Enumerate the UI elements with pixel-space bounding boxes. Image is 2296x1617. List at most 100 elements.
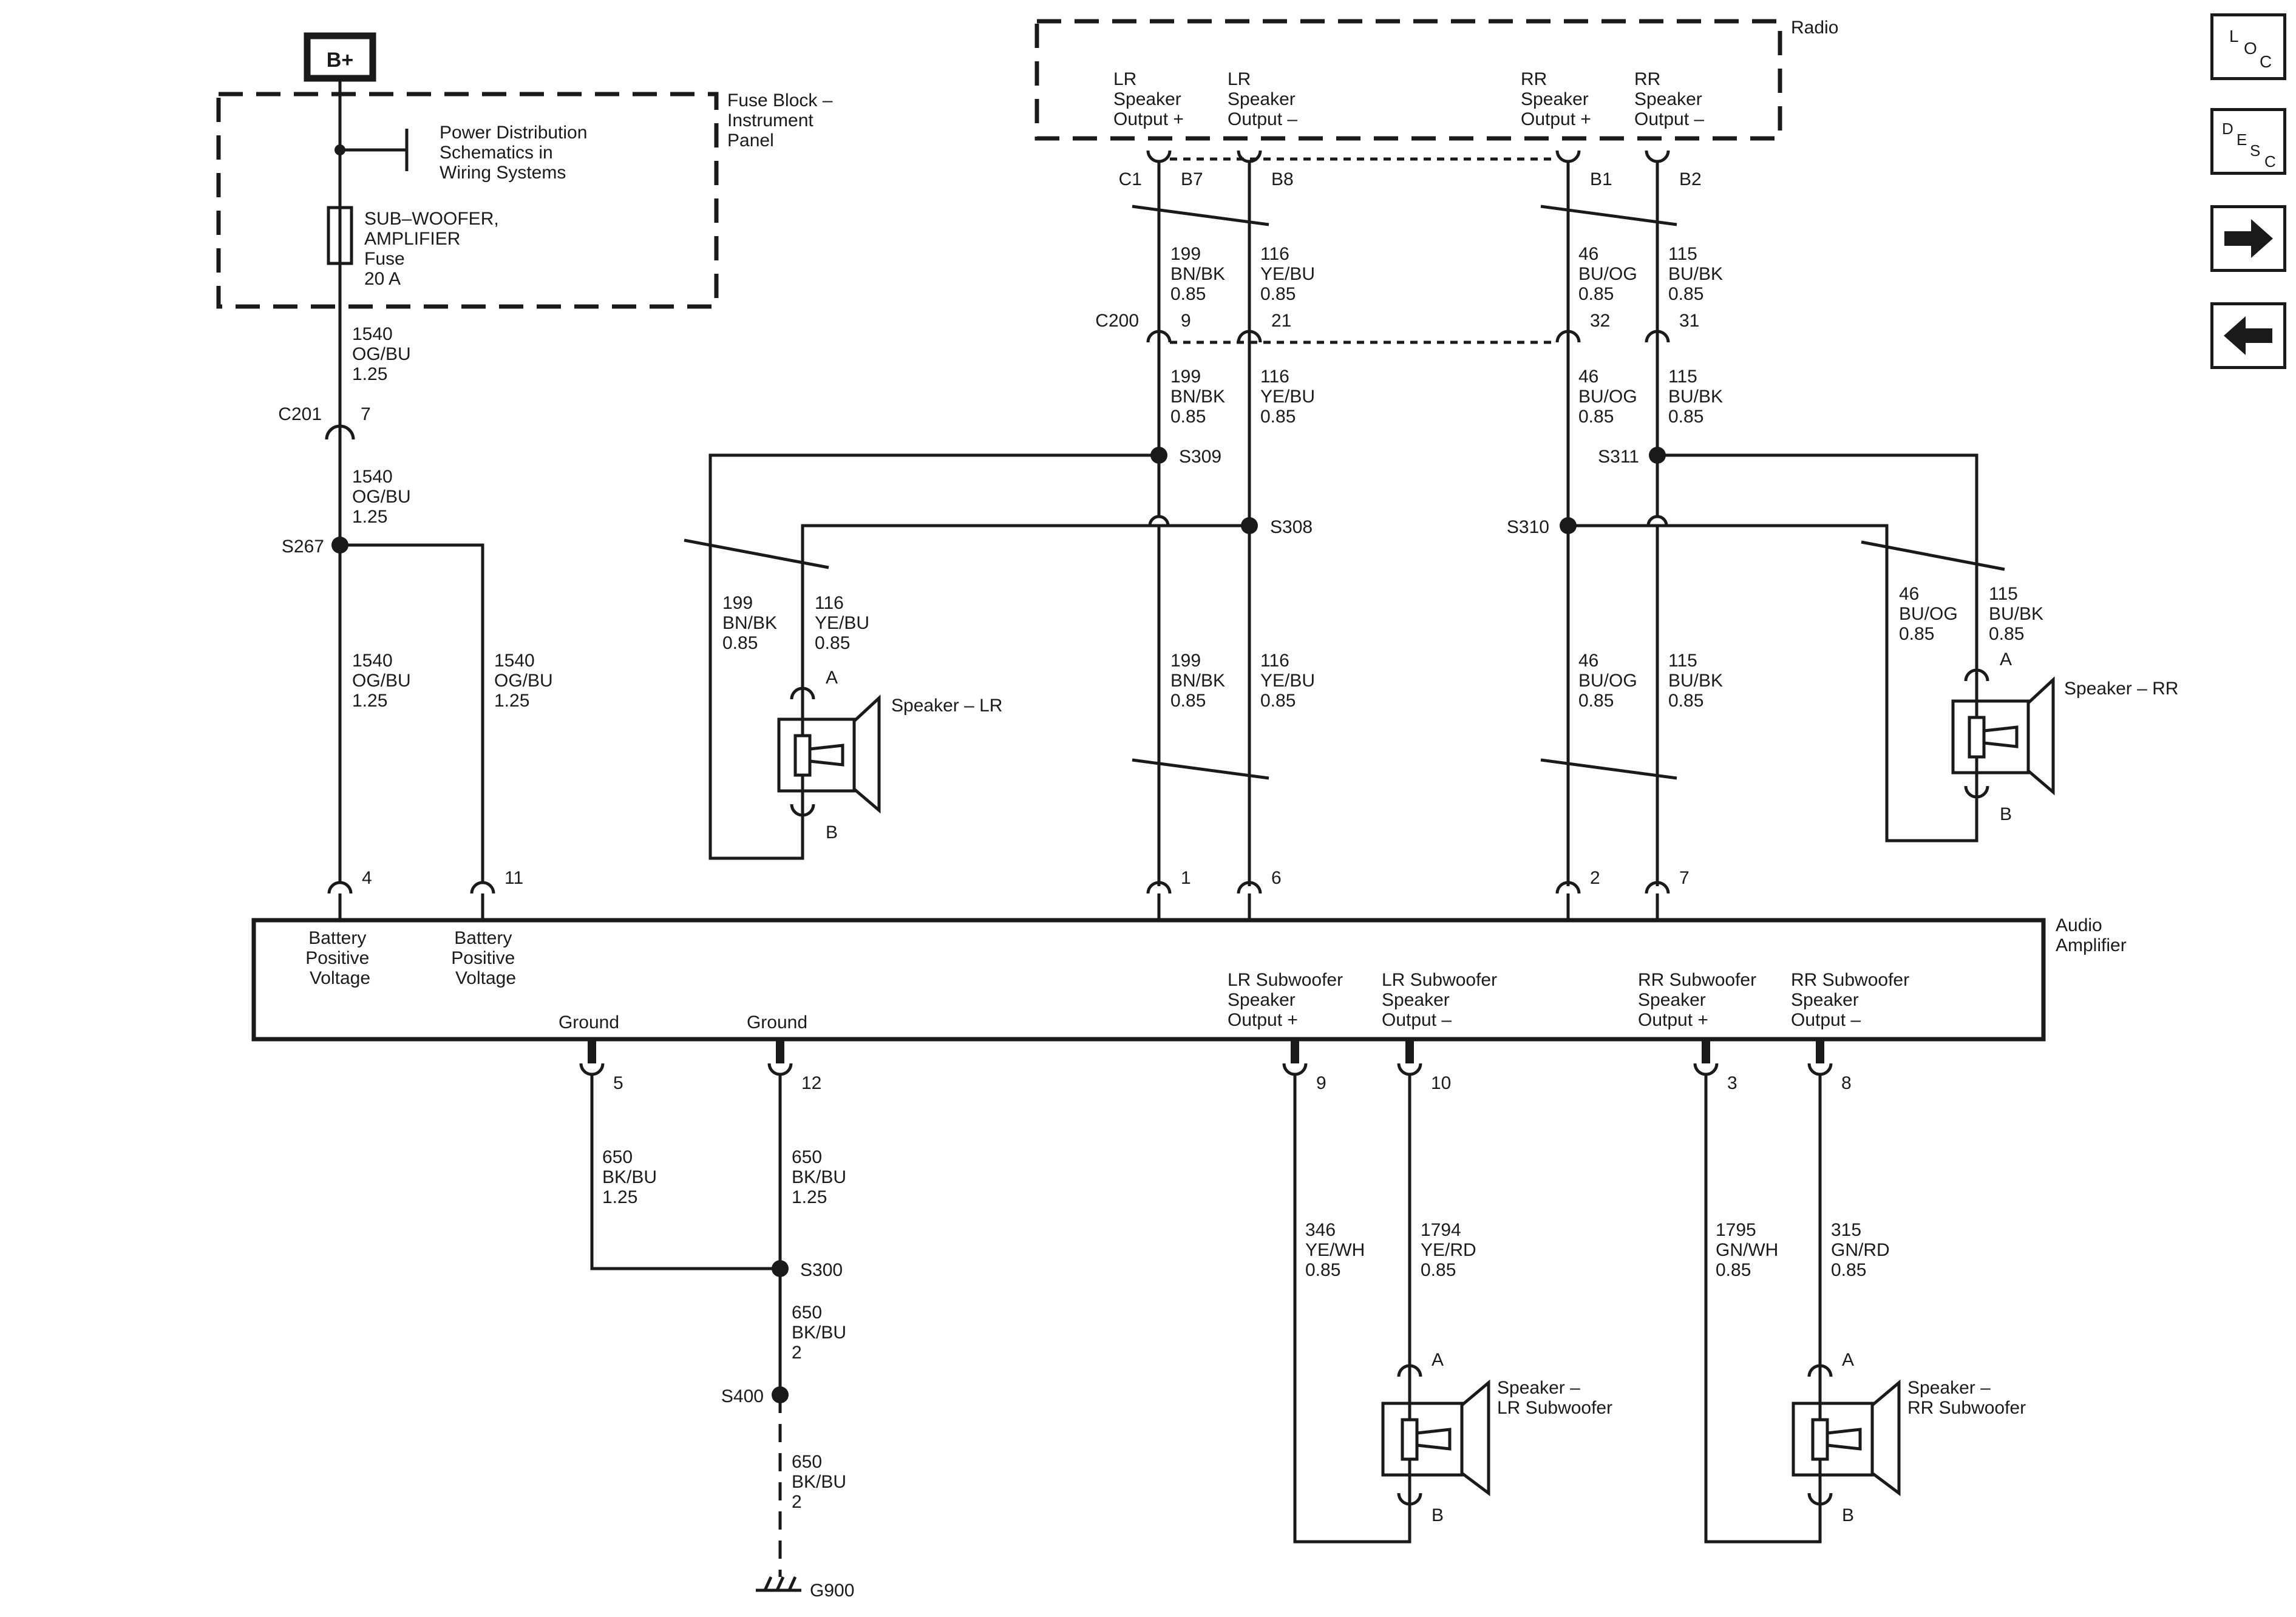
audio-amplifier-label: Audio Amplifier xyxy=(2056,915,2127,955)
wire-650-label-d: 650 BK/BU 2 xyxy=(792,1452,851,1512)
c200-pin-32: 32 xyxy=(1590,311,1610,331)
radio-lr-speaker-output-plus: LR Speaker Output + xyxy=(1113,69,1186,129)
connector-c1-label: C1 xyxy=(1119,169,1142,189)
c200-pin-21: 21 xyxy=(1271,311,1291,331)
ground-g900-symbol xyxy=(756,1576,801,1592)
radio-outline xyxy=(1034,19,1782,141)
wire-346-label: 346 YE/WH 0.85 xyxy=(1305,1220,1370,1280)
amp-pin-9: 9 xyxy=(1316,1073,1326,1093)
speaker-rr-label: Speaker – RR xyxy=(2064,679,2178,699)
wire-116-label-upper: 116 YE/BU 0.85 xyxy=(1260,244,1320,304)
previous-page-button[interactable] xyxy=(2210,302,2286,369)
amp-pin-3: 3 xyxy=(1727,1073,1737,1093)
amp-ground-1: Ground xyxy=(559,1012,619,1032)
splice-s308-label: S308 xyxy=(1270,517,1313,537)
rr-sub-pin-b: B xyxy=(1842,1505,1854,1525)
amp-pin-4: 4 xyxy=(362,868,372,888)
speaker-lr-pin-b: B xyxy=(826,822,838,842)
speaker-lr-subwoofer xyxy=(1381,1364,1490,1506)
loc-letter-l: L xyxy=(2229,27,2239,46)
speaker-lr xyxy=(777,686,881,817)
speaker-rr-subwoofer xyxy=(1792,1364,1901,1506)
wire-199-label-middle: 199 BN/BK 0.85 xyxy=(1170,367,1230,427)
wire-1540-label-a: 1540 OG/BU 1.25 xyxy=(352,324,416,384)
amp-pin-8: 8 xyxy=(1841,1073,1852,1093)
power-distribution-reference: Power Distribution Schematics in Wiring … xyxy=(440,123,593,183)
wire-650-label-b: 650 BK/BU 1.25 xyxy=(792,1147,851,1207)
amp-pin-10: 10 xyxy=(1431,1073,1451,1093)
wire-315-label: 315 GN/RD 0.85 xyxy=(1831,1220,1895,1280)
amp-pin-7: 7 xyxy=(1679,868,1690,888)
desc-letter-e: E xyxy=(2237,131,2247,149)
wire-1794-label: 1794 YE/RD 0.85 xyxy=(1421,1220,1481,1280)
amp-pin-2: 2 xyxy=(1590,868,1600,888)
wire-116-label-lower: 116 YE/BU 0.85 xyxy=(1260,651,1320,711)
amp-rr-sub-output-plus: RR Subwoofer Speaker Output + xyxy=(1638,970,1761,1030)
wire-199-label-lower: 199 BN/BK 0.85 xyxy=(1170,651,1230,711)
splice-s310-label: S310 xyxy=(1507,517,1549,537)
wire-115-label-upper: 115 BU/BK 0.85 xyxy=(1668,244,1728,304)
amp-lr-sub-output-plus: LR Subwoofer Speaker Output + xyxy=(1228,970,1348,1030)
wire-650-label-a: 650 BK/BU 1.25 xyxy=(602,1147,662,1207)
lr-sub-pin-b: B xyxy=(1432,1505,1444,1525)
speaker-lr-label: Speaker – LR xyxy=(891,696,1002,716)
radio-rr-speaker-output-minus: RR Speaker Output – xyxy=(1634,69,1707,129)
speaker-lr-wire-199-label: 199 BN/BK 0.85 xyxy=(722,593,782,653)
desc-letter-d: D xyxy=(2222,120,2233,138)
splice-s309-label: S309 xyxy=(1179,447,1221,467)
rr-sub-pin-a: A xyxy=(1842,1350,1854,1370)
amp-pin-1: 1 xyxy=(1181,868,1191,888)
speaker-rr-subwoofer-label: Speaker – RR Subwoofer xyxy=(1907,1378,2026,1418)
fuse-label: SUB–WOOFER, AMPLIFIER Fuse 20 A xyxy=(364,209,504,289)
splice-s311-label: S311 xyxy=(1598,447,1639,467)
speaker-rr-wire-115-label: 115 BU/BK 0.85 xyxy=(1989,584,2048,644)
splice-s300-label: S300 xyxy=(800,1260,843,1280)
connector-c201-label: C201 xyxy=(278,404,322,424)
next-page-button[interactable] xyxy=(2210,205,2286,272)
battery-positive-label: B+ xyxy=(327,49,353,72)
c200-pin-31: 31 xyxy=(1679,311,1699,331)
connector-c200-label: C200 xyxy=(1095,311,1139,331)
amp-rr-sub-output-minus: RR Subwoofer Speaker Output – xyxy=(1791,970,1914,1030)
pin-b1: B1 xyxy=(1590,169,1612,189)
amp-pin-11: 11 xyxy=(504,868,523,888)
wire-1540-label-b: 1540 OG/BU 1.25 xyxy=(352,467,416,527)
desc-button[interactable]: D E S C xyxy=(2210,108,2286,175)
amp-ground-2: Ground xyxy=(747,1012,807,1032)
pin-b8: B8 xyxy=(1271,169,1294,189)
speaker-lr-subwoofer-label: Speaker – LR Subwoofer xyxy=(1497,1378,1612,1418)
ground-g900-label: G900 xyxy=(810,1581,854,1601)
speaker-rr-pin-b: B xyxy=(2000,804,2012,824)
loc-button[interactable]: L O C xyxy=(2210,13,2286,80)
lr-sub-pin-a: A xyxy=(1432,1350,1444,1370)
wire-650-label-c: 650 BK/BU 2 xyxy=(792,1303,851,1363)
wire-1540-label-d: 1540 OG/BU 1.25 xyxy=(494,651,558,711)
radio-label: Radio xyxy=(1791,18,1838,38)
arrow-right-icon xyxy=(2224,219,2273,258)
desc-letter-c: C xyxy=(2264,152,2276,171)
arrow-left-icon xyxy=(2224,316,2272,355)
loc-letter-c: C xyxy=(2260,52,2272,71)
pin-b7: B7 xyxy=(1181,169,1203,189)
amp-pin-5: 5 xyxy=(613,1073,623,1093)
splice-s300 xyxy=(772,1260,789,1277)
wire-1540-label-c: 1540 OG/BU 1.25 xyxy=(352,651,416,711)
splice-s400-label: S400 xyxy=(721,1386,764,1406)
speaker-rr-pin-a: A xyxy=(2000,649,2012,670)
loc-letter-o: O xyxy=(2244,39,2257,58)
c200-pin-9: 9 xyxy=(1181,311,1191,331)
connector-c201-pin-number: 7 xyxy=(361,404,371,424)
wire-116-label-middle: 116 YE/BU 0.85 xyxy=(1260,367,1320,427)
splice-s267-label: S267 xyxy=(282,537,324,557)
speaker-lr-wire-116-label: 116 YE/BU 0.85 xyxy=(815,593,874,653)
wire-46-label-lower: 46 BU/OG 0.85 xyxy=(1578,651,1642,711)
fuse-block-outline xyxy=(216,92,719,309)
wire-199-label-upper: 199 BN/BK 0.85 xyxy=(1170,244,1230,304)
wire-46-label-middle: 46 BU/OG 0.85 xyxy=(1578,367,1642,427)
wire-1795-label: 1795 GN/WH 0.85 xyxy=(1716,1220,1784,1280)
speaker-lr-pin-a: A xyxy=(826,668,838,688)
amp-lr-sub-output-minus: LR Subwoofer Speaker Output – xyxy=(1382,970,1502,1030)
desc-letter-s: S xyxy=(2250,141,2260,160)
audio-amplifier xyxy=(251,918,2046,1042)
